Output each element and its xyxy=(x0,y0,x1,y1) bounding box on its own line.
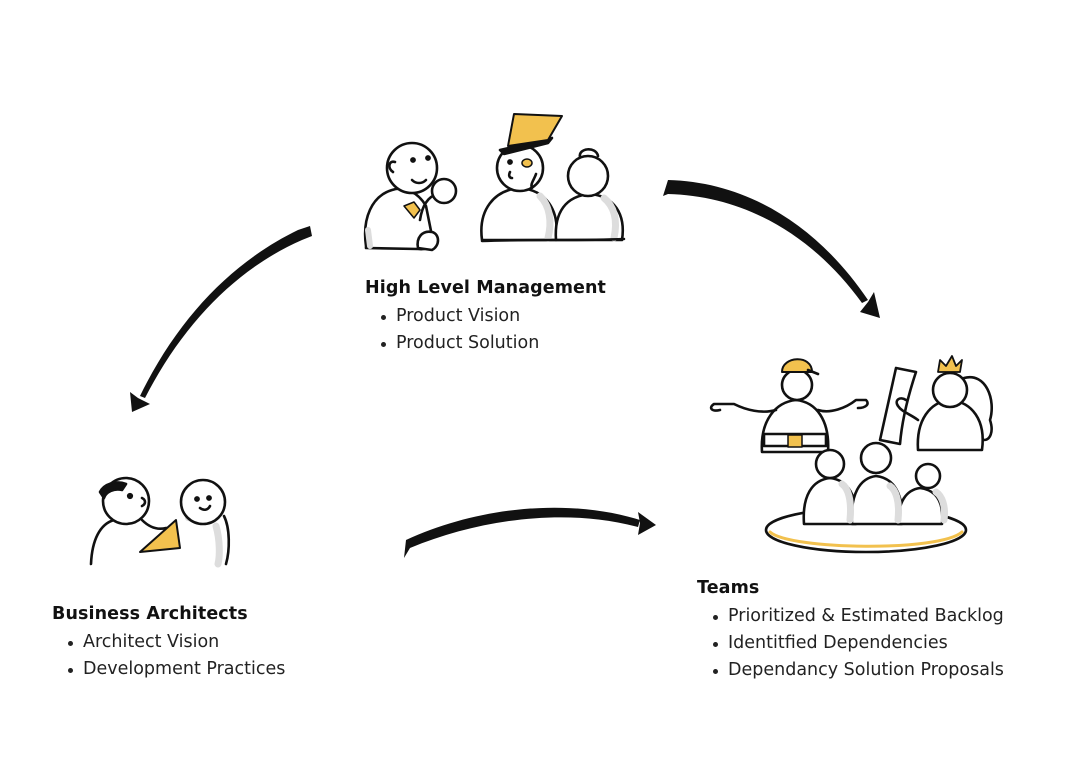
arrow-hlm-to-teams xyxy=(663,180,880,318)
node-bullet: Product Solution xyxy=(365,330,606,357)
node-bullet-list: Prioritized & Estimated Backlog Identitf… xyxy=(697,603,1004,684)
node-bullet: Prioritized & Estimated Backlog xyxy=(697,603,1004,630)
node-title: Business Architects xyxy=(52,604,248,624)
managers-group-icon xyxy=(363,113,626,252)
arrowhead-icon xyxy=(130,392,150,412)
node-bullet: Architect Vision xyxy=(52,629,285,656)
node-bullet-list: Product Vision Product Solution xyxy=(365,303,606,357)
arrow-hlm-to-architects xyxy=(130,226,312,412)
node-bullet: Dependancy Solution Proposals xyxy=(697,657,1004,684)
node-title: High Level Management xyxy=(365,278,607,298)
node-teams: Teams Prioritized & Estimated Backlog Id… xyxy=(697,577,1004,684)
node-high-level-management: High Level Management Product Vision Pro… xyxy=(365,277,606,357)
node-bullet: Identitfied Dependencies xyxy=(697,630,1004,657)
architects-discussing-icon xyxy=(89,476,231,568)
arrowhead-icon xyxy=(860,292,880,318)
node-bullet: Product Vision xyxy=(365,303,606,330)
node-title: Teams xyxy=(697,578,760,598)
node-bullet: Development Practices xyxy=(52,656,285,683)
arrow-architects-to-teams xyxy=(404,507,656,558)
teams-on-platform-icon xyxy=(709,355,993,554)
arrowhead-icon xyxy=(638,512,656,535)
node-business-architects: Business Architects Architect Vision Dev… xyxy=(52,603,285,683)
node-bullet-list: Architect Vision Development Practices xyxy=(52,629,285,683)
